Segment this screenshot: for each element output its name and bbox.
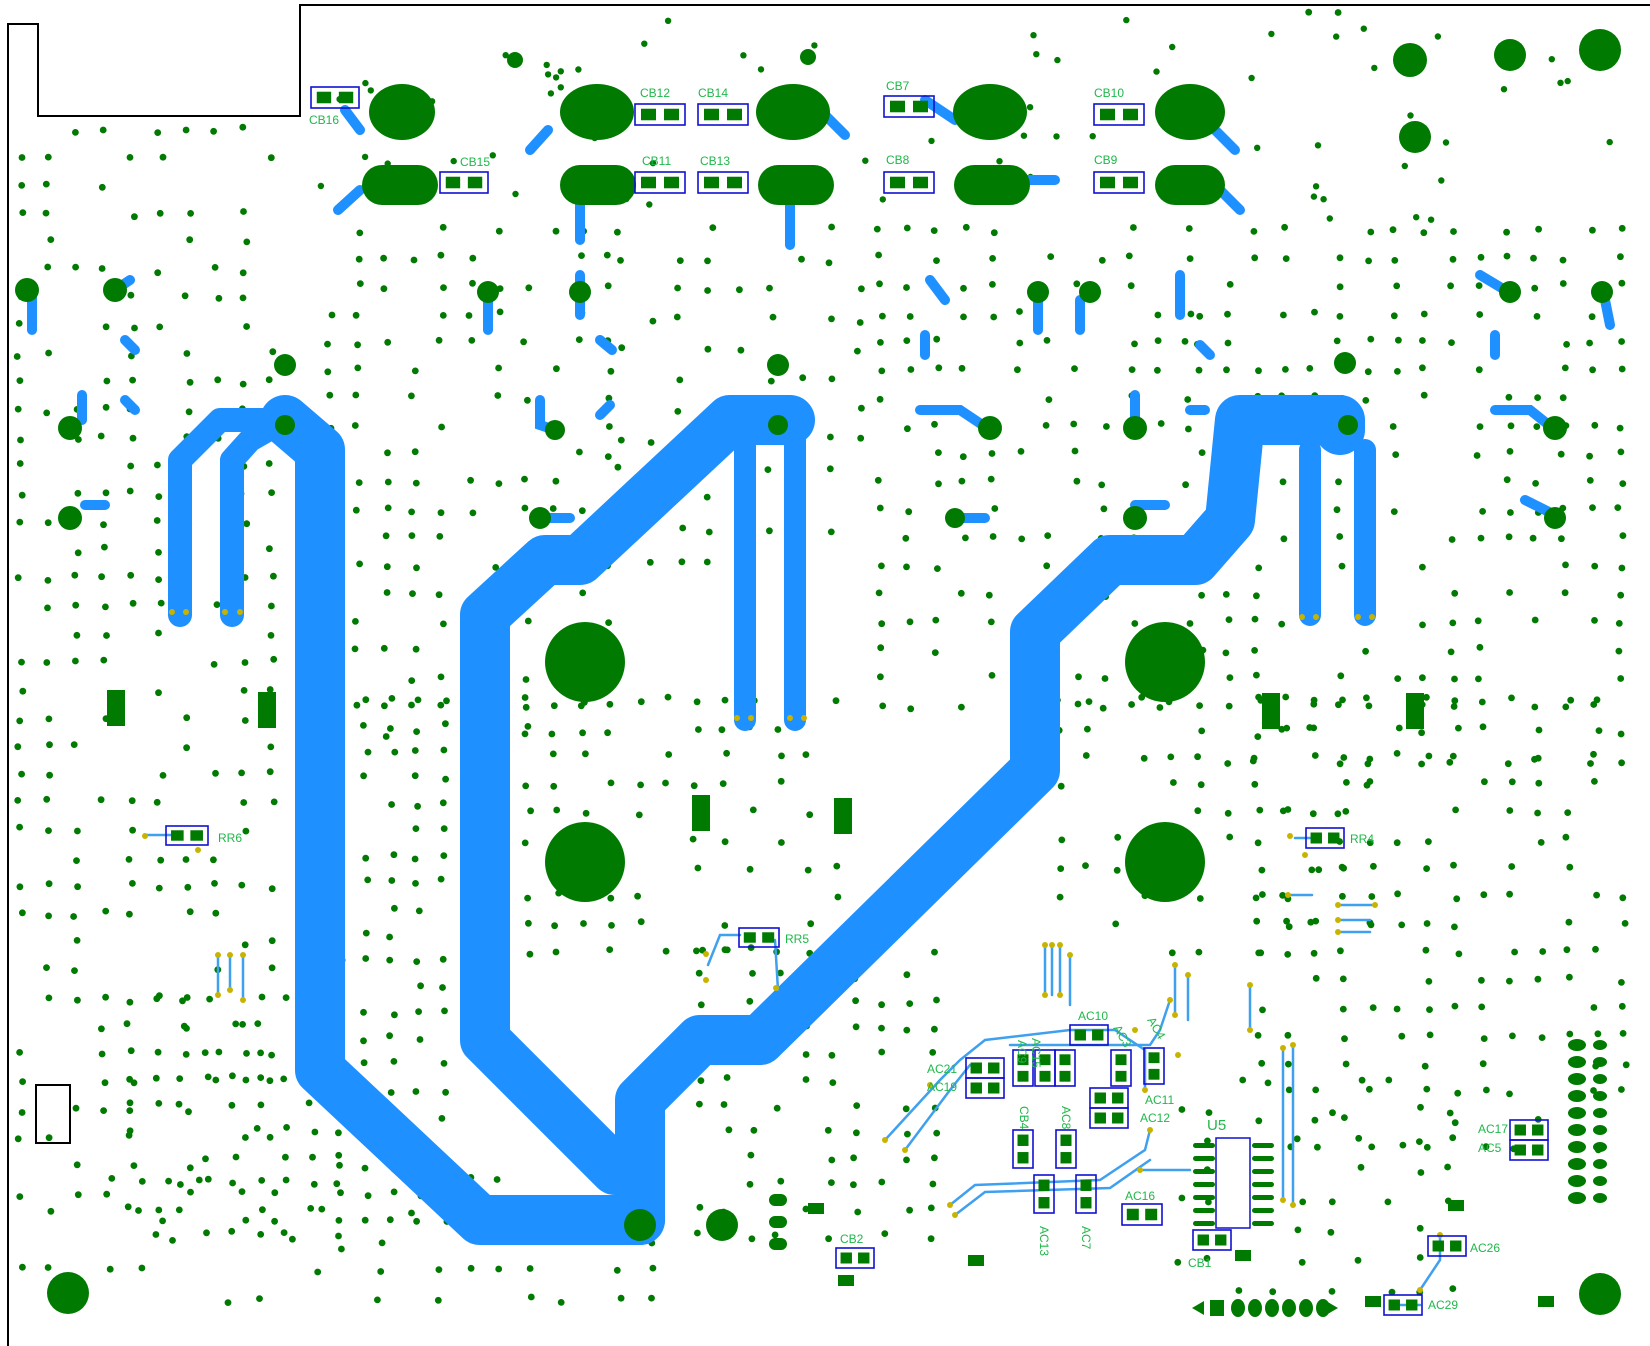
- label-rr5: RR5: [785, 932, 809, 946]
- label-cb13: CB13: [700, 154, 730, 168]
- label-ac9: AC9: [1015, 1040, 1029, 1064]
- label-ac16: AC16: [1125, 1189, 1155, 1203]
- label-cb15: CB15: [460, 155, 490, 169]
- label-ac29: AC29: [1428, 1298, 1458, 1312]
- label-cb9: CB9: [1094, 153, 1118, 167]
- label-ac13: AC13: [1037, 1226, 1051, 1256]
- label-ac10: AC10: [1078, 1009, 1108, 1023]
- label-ac7: AC7: [1079, 1226, 1093, 1250]
- label-ac21: AC21: [927, 1062, 957, 1076]
- signal-traces: [143, 833, 1442, 1307]
- label-rr4: RR4: [1350, 832, 1374, 846]
- label-cb12: CB12: [640, 86, 670, 100]
- trace-left-feed-a: [168, 408, 297, 627]
- trace-center-main: [460, 395, 815, 1195]
- label-ac11: AC11: [1145, 1093, 1174, 1107]
- label-cb7: CB7: [886, 79, 910, 93]
- label-rr6: RR6: [218, 831, 242, 845]
- label-cb8: CB8: [886, 153, 910, 167]
- trace-right-main: [615, 395, 1365, 1245]
- component-footprints: [165, 86, 1549, 1316]
- label-cb4: CB4: [1017, 1106, 1031, 1130]
- label-ac5: AC5: [1478, 1141, 1502, 1155]
- label-ac12: AC12: [1140, 1111, 1170, 1125]
- label-cb16: CB16: [309, 113, 339, 127]
- label-u5: U5: [1207, 1117, 1226, 1134]
- power-traces: [168, 395, 1376, 1245]
- label-ac15: AC15: [1029, 1038, 1043, 1068]
- board-outline: [7, 4, 1650, 1346]
- label-cb11: CB11: [642, 154, 671, 168]
- label-cb14: CB14: [698, 86, 728, 100]
- large-pads: [15, 29, 1621, 1315]
- label-cb2: CB2: [840, 1232, 864, 1246]
- label-cb1: CB1: [1188, 1256, 1212, 1270]
- trace-left-feed-b: [220, 408, 297, 627]
- label-ac17: AC17: [1478, 1122, 1508, 1136]
- label-ac26: AC26: [1470, 1241, 1500, 1255]
- label-cb10: CB10: [1094, 86, 1124, 100]
- smd-blocks: [107, 690, 1607, 1317]
- ic-u5: [1193, 1137, 1274, 1229]
- label-ac19: AC19: [927, 1080, 957, 1094]
- board-cutout: [35, 1084, 71, 1144]
- label-ac8: AC8: [1059, 1106, 1073, 1130]
